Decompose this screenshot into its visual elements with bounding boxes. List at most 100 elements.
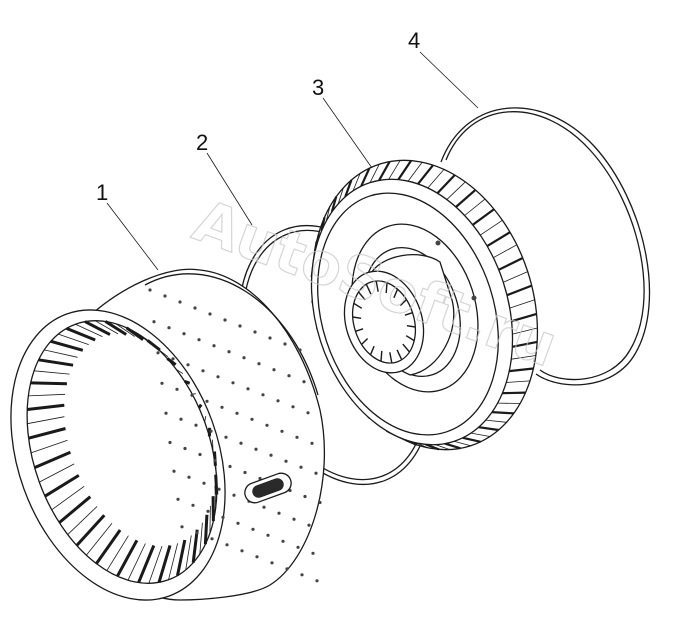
boss-spline [406, 325, 416, 328]
drum-spline [27, 403, 65, 411]
leader-line-2 [206, 152, 253, 226]
hub-tooth [427, 169, 445, 189]
perforation-hole [235, 411, 239, 415]
drum-spline [44, 349, 78, 358]
perforation-hole [231, 381, 235, 385]
perforation-hole [212, 344, 216, 348]
perforation-hole [276, 399, 280, 403]
perforation-hole [171, 357, 175, 361]
hub-tooth [478, 426, 499, 432]
drum-spline [58, 333, 89, 345]
perforation-hole [299, 465, 303, 469]
perforation-hole [265, 423, 269, 427]
drum-spline [148, 545, 163, 584]
hub-inner-splines [352, 280, 416, 364]
drum-spline [84, 320, 111, 336]
drum-spline [75, 323, 103, 337]
perforation-hole [221, 515, 225, 519]
callout-4: 4 [408, 28, 420, 53]
perforation-hole [175, 387, 179, 391]
part-3-clutch-hub [310, 159, 539, 451]
perforation-hole [172, 469, 176, 473]
perforation-hole [292, 517, 296, 521]
perforation-hole [176, 497, 180, 501]
perforation-hole [281, 539, 285, 543]
perforation-hole [205, 399, 209, 403]
boss-spline [365, 284, 372, 295]
hub-tooth [485, 419, 507, 423]
perforation-hole [186, 363, 190, 367]
hub-tooth [470, 432, 490, 437]
hub-hole [435, 240, 441, 246]
perforation-hole [179, 417, 183, 421]
drum-spline [95, 529, 122, 565]
boss-spline [405, 335, 415, 342]
hub-tooth [453, 440, 471, 447]
hub-tooth [511, 312, 537, 323]
perforation-hole [194, 423, 198, 427]
perforation-hole [191, 503, 195, 507]
hub-tooth [512, 340, 538, 348]
drum-spline [94, 320, 119, 335]
drum-spline [212, 439, 214, 452]
hub-tooth [480, 219, 503, 236]
perforation-hole [287, 374, 291, 378]
perforation-hole [163, 294, 167, 298]
hub-tooth [455, 189, 477, 208]
hub-tooth [344, 179, 353, 198]
drum-spline [85, 522, 113, 556]
perforation-hole [182, 332, 186, 336]
boss-spline [353, 302, 363, 309]
hub-tooth [511, 355, 536, 360]
drum-spline [168, 543, 178, 580]
perforation-hole [250, 417, 254, 421]
perforation-hole [236, 521, 240, 525]
perforation-hole [206, 509, 210, 513]
perforation-hole [216, 375, 220, 379]
hub-tooth [352, 173, 361, 192]
hub-tooth [464, 198, 486, 216]
perforation-hole [243, 470, 247, 475]
drum-spline [39, 463, 75, 483]
drum-spline [214, 474, 219, 495]
hub-tooth [325, 206, 331, 221]
perforation-hole [269, 453, 273, 457]
drum-spline [38, 358, 74, 367]
perforation-hole [253, 330, 257, 334]
perforation-hole [296, 545, 300, 549]
drum-spline [146, 339, 161, 352]
perforation-hole [246, 387, 250, 391]
drum-spline [184, 379, 191, 385]
drum-spline [116, 539, 139, 577]
drum-spline [209, 505, 211, 534]
hub-tooth [330, 196, 338, 213]
boss-spline [399, 299, 407, 306]
hub-tooth [512, 327, 538, 335]
drum-spline [104, 320, 127, 336]
perforation-hole [303, 494, 307, 499]
perforation-hole [295, 435, 299, 439]
drum-spline [191, 529, 199, 563]
drum-internal-splines [27, 320, 219, 584]
hub-tooth [435, 444, 450, 450]
hub-tooth [337, 187, 344, 205]
hub-tooth [506, 284, 533, 297]
drum-spline [127, 543, 146, 581]
boss-spline [357, 291, 366, 301]
perforation-hole [148, 288, 152, 292]
perforation-hole [255, 555, 259, 559]
drum-spline [199, 522, 203, 555]
perforation-hole [261, 393, 265, 397]
perforation-hole [220, 405, 224, 409]
hub-tooth [369, 164, 380, 183]
boss-spline [393, 288, 399, 299]
drum-spline [125, 326, 144, 341]
drum-spline [30, 381, 67, 386]
drum-spline [44, 474, 80, 498]
perforation-hole [208, 312, 212, 316]
drum-spline [27, 416, 65, 425]
perforation-hole [315, 579, 319, 583]
drum-spline [214, 485, 217, 509]
perforation-hole [266, 533, 270, 537]
